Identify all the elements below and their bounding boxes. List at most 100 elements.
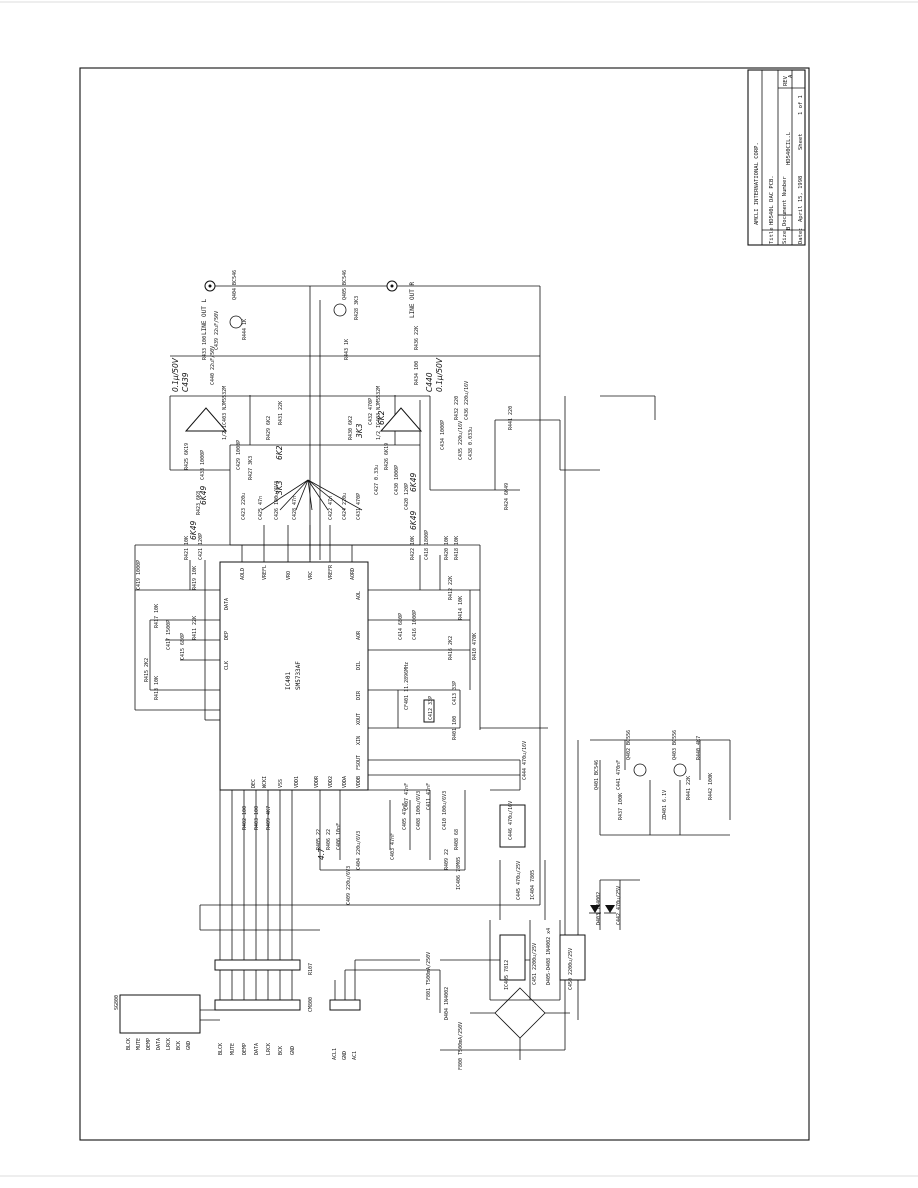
hand-r428: 3K3 <box>355 423 364 438</box>
component-label: C412 33P <box>428 696 434 720</box>
component-label: C420 120P <box>404 483 410 510</box>
title-label: Title <box>769 227 775 244</box>
q401-q403-transistors <box>633 763 687 777</box>
component-label: C442 470u/25V <box>616 886 622 925</box>
component-label: CF401 11.2896MHz <box>404 662 410 710</box>
connector-cn800 <box>329 999 361 1011</box>
title-company: AMCLI INTERNATIONAL CORP. <box>754 142 760 225</box>
bottom-pin-vdda: VDDA <box>342 776 348 788</box>
component-label: D405-D408 1N4002 x4 <box>546 928 552 985</box>
line-out-right: LINE OUT R <box>386 280 416 318</box>
component-label: C415 680P <box>180 633 186 660</box>
component-label: R408 68 <box>454 829 460 850</box>
component-label: C407 47nF <box>404 783 410 810</box>
component-label: C425 47n <box>258 496 264 520</box>
cn800-pin-1: ACL1 <box>332 1048 338 1060</box>
component-label: C440 22uF/50V <box>210 346 216 385</box>
sig-pin-5: LRCK <box>166 1038 172 1050</box>
component-label: R409 22 <box>444 849 450 870</box>
component-label: R403 100 <box>254 806 260 830</box>
right-pin-5: XOUT <box>356 713 362 725</box>
component-label: C404 220u/6V3 <box>356 831 362 870</box>
component-label: R419 10K <box>192 566 198 590</box>
component-label: C430 1000P <box>394 465 400 495</box>
cn800-pin-2: GND <box>342 1051 348 1060</box>
hand-c440-value: 0.1μ/50V <box>435 357 444 392</box>
component-label: C424 220u <box>342 493 348 520</box>
component-label: C429 1000P <box>236 440 242 470</box>
component-label: C403 47nF <box>390 833 396 860</box>
hand-r409: 4.7 <box>317 848 326 860</box>
rev-value: A <box>788 74 794 78</box>
sheet-label: Sheet <box>798 133 804 150</box>
left-pin-3: CLK <box>224 661 230 670</box>
component-label: R406 22 <box>326 829 332 850</box>
ic401-ref: IC401 <box>285 672 292 690</box>
sig-pin-4: DATA <box>156 1038 162 1050</box>
component-label: C423 220u <box>241 493 247 520</box>
component-label: R428 3K3 <box>354 296 360 320</box>
component-label: R412 22K <box>448 576 454 600</box>
component-label: R440 4K7 <box>696 736 702 760</box>
component-label: D404 1N4002 <box>444 987 450 1020</box>
component-label: IC405 7812 <box>504 960 510 990</box>
component-label: C419 1000P <box>136 560 142 590</box>
connector-sig-db <box>119 994 201 1034</box>
hand-r425: 6K49 <box>199 486 208 505</box>
component-label: ZD401 6.1V <box>662 790 668 820</box>
component-label: R441 220 <box>508 406 514 430</box>
bottom-pin-vdd2: VDD2 <box>328 776 334 788</box>
cm800-pin-6: BCK <box>278 1046 284 1055</box>
hand-r427: 3K3 <box>275 480 284 495</box>
bottom-pin-vddr: VDDR <box>314 775 320 788</box>
component-label: C432 470P <box>368 398 374 425</box>
component-label: C416 1000P <box>412 610 418 640</box>
title-block: AMCLI INTERNATIONAL CORP. Title HD540L D… <box>747 69 806 246</box>
component-label: C426 100u/6V3 <box>274 481 280 520</box>
ic405-regulator <box>559 934 586 981</box>
size-label: Size <box>782 231 788 244</box>
hand-r424: 6K49 <box>409 511 418 530</box>
component-label: R417 10K <box>154 604 160 628</box>
hand-c440-ref: C440 <box>425 372 434 392</box>
right-pin-3: DIL <box>356 661 362 670</box>
component-label: C433 1000P <box>200 450 206 480</box>
component-label: C417 1500P <box>166 620 172 650</box>
title-text: HD540L DAC PCB. <box>769 175 775 225</box>
component-label: C439 22uF/50V <box>214 311 220 350</box>
hand-r423: 6K49 <box>189 521 198 540</box>
sig-pin-3: DEMP <box>146 1038 152 1050</box>
component-label: F800 T500mA/250V <box>458 1022 464 1070</box>
ic401-part: SM5733AF <box>295 661 302 690</box>
date-value: April 15, 1998 <box>798 176 804 222</box>
component-label: C427 0.33u <box>374 465 380 495</box>
ic404-regulator <box>499 934 526 981</box>
component-label: C405 47nF <box>402 803 408 830</box>
component-label: Q405 BC546 <box>342 270 348 300</box>
opamp-left: 1/2 IC403 NJM5532M <box>184 386 228 440</box>
component-label: R411 22K <box>192 616 198 640</box>
component-label: R424 6K49 <box>504 483 510 510</box>
component-label: C450 2200u/25V <box>568 948 574 990</box>
bottom-pin-vdd1: VDD1 <box>294 776 300 788</box>
component-label: R430 6K2 <box>348 416 354 440</box>
component-label: R413 10K <box>154 676 160 700</box>
right-pin-1: AOL <box>356 591 362 600</box>
component-label: R425 6K19 <box>184 443 190 470</box>
component-label: C418 1800P <box>424 530 430 560</box>
line-out-left-label: LINE OUT L <box>201 298 208 335</box>
component-label: IC404 7805 <box>530 870 536 900</box>
component-label: R431 22K <box>278 401 284 425</box>
component-label: C446 470u/16V <box>508 801 514 840</box>
sig-pin-6: BCK <box>176 1041 182 1050</box>
component-label: C414 680P <box>398 613 404 640</box>
component-label: R414 10K <box>458 596 464 620</box>
component-label: C422 47n <box>328 496 334 520</box>
component-label: C436 220u/16V <box>464 381 470 420</box>
component-label: R422 10K <box>410 536 416 560</box>
component-label: R427 3K3 <box>248 456 254 480</box>
component-label: R426 6K19 <box>384 443 390 470</box>
q404-transistor <box>229 315 243 329</box>
